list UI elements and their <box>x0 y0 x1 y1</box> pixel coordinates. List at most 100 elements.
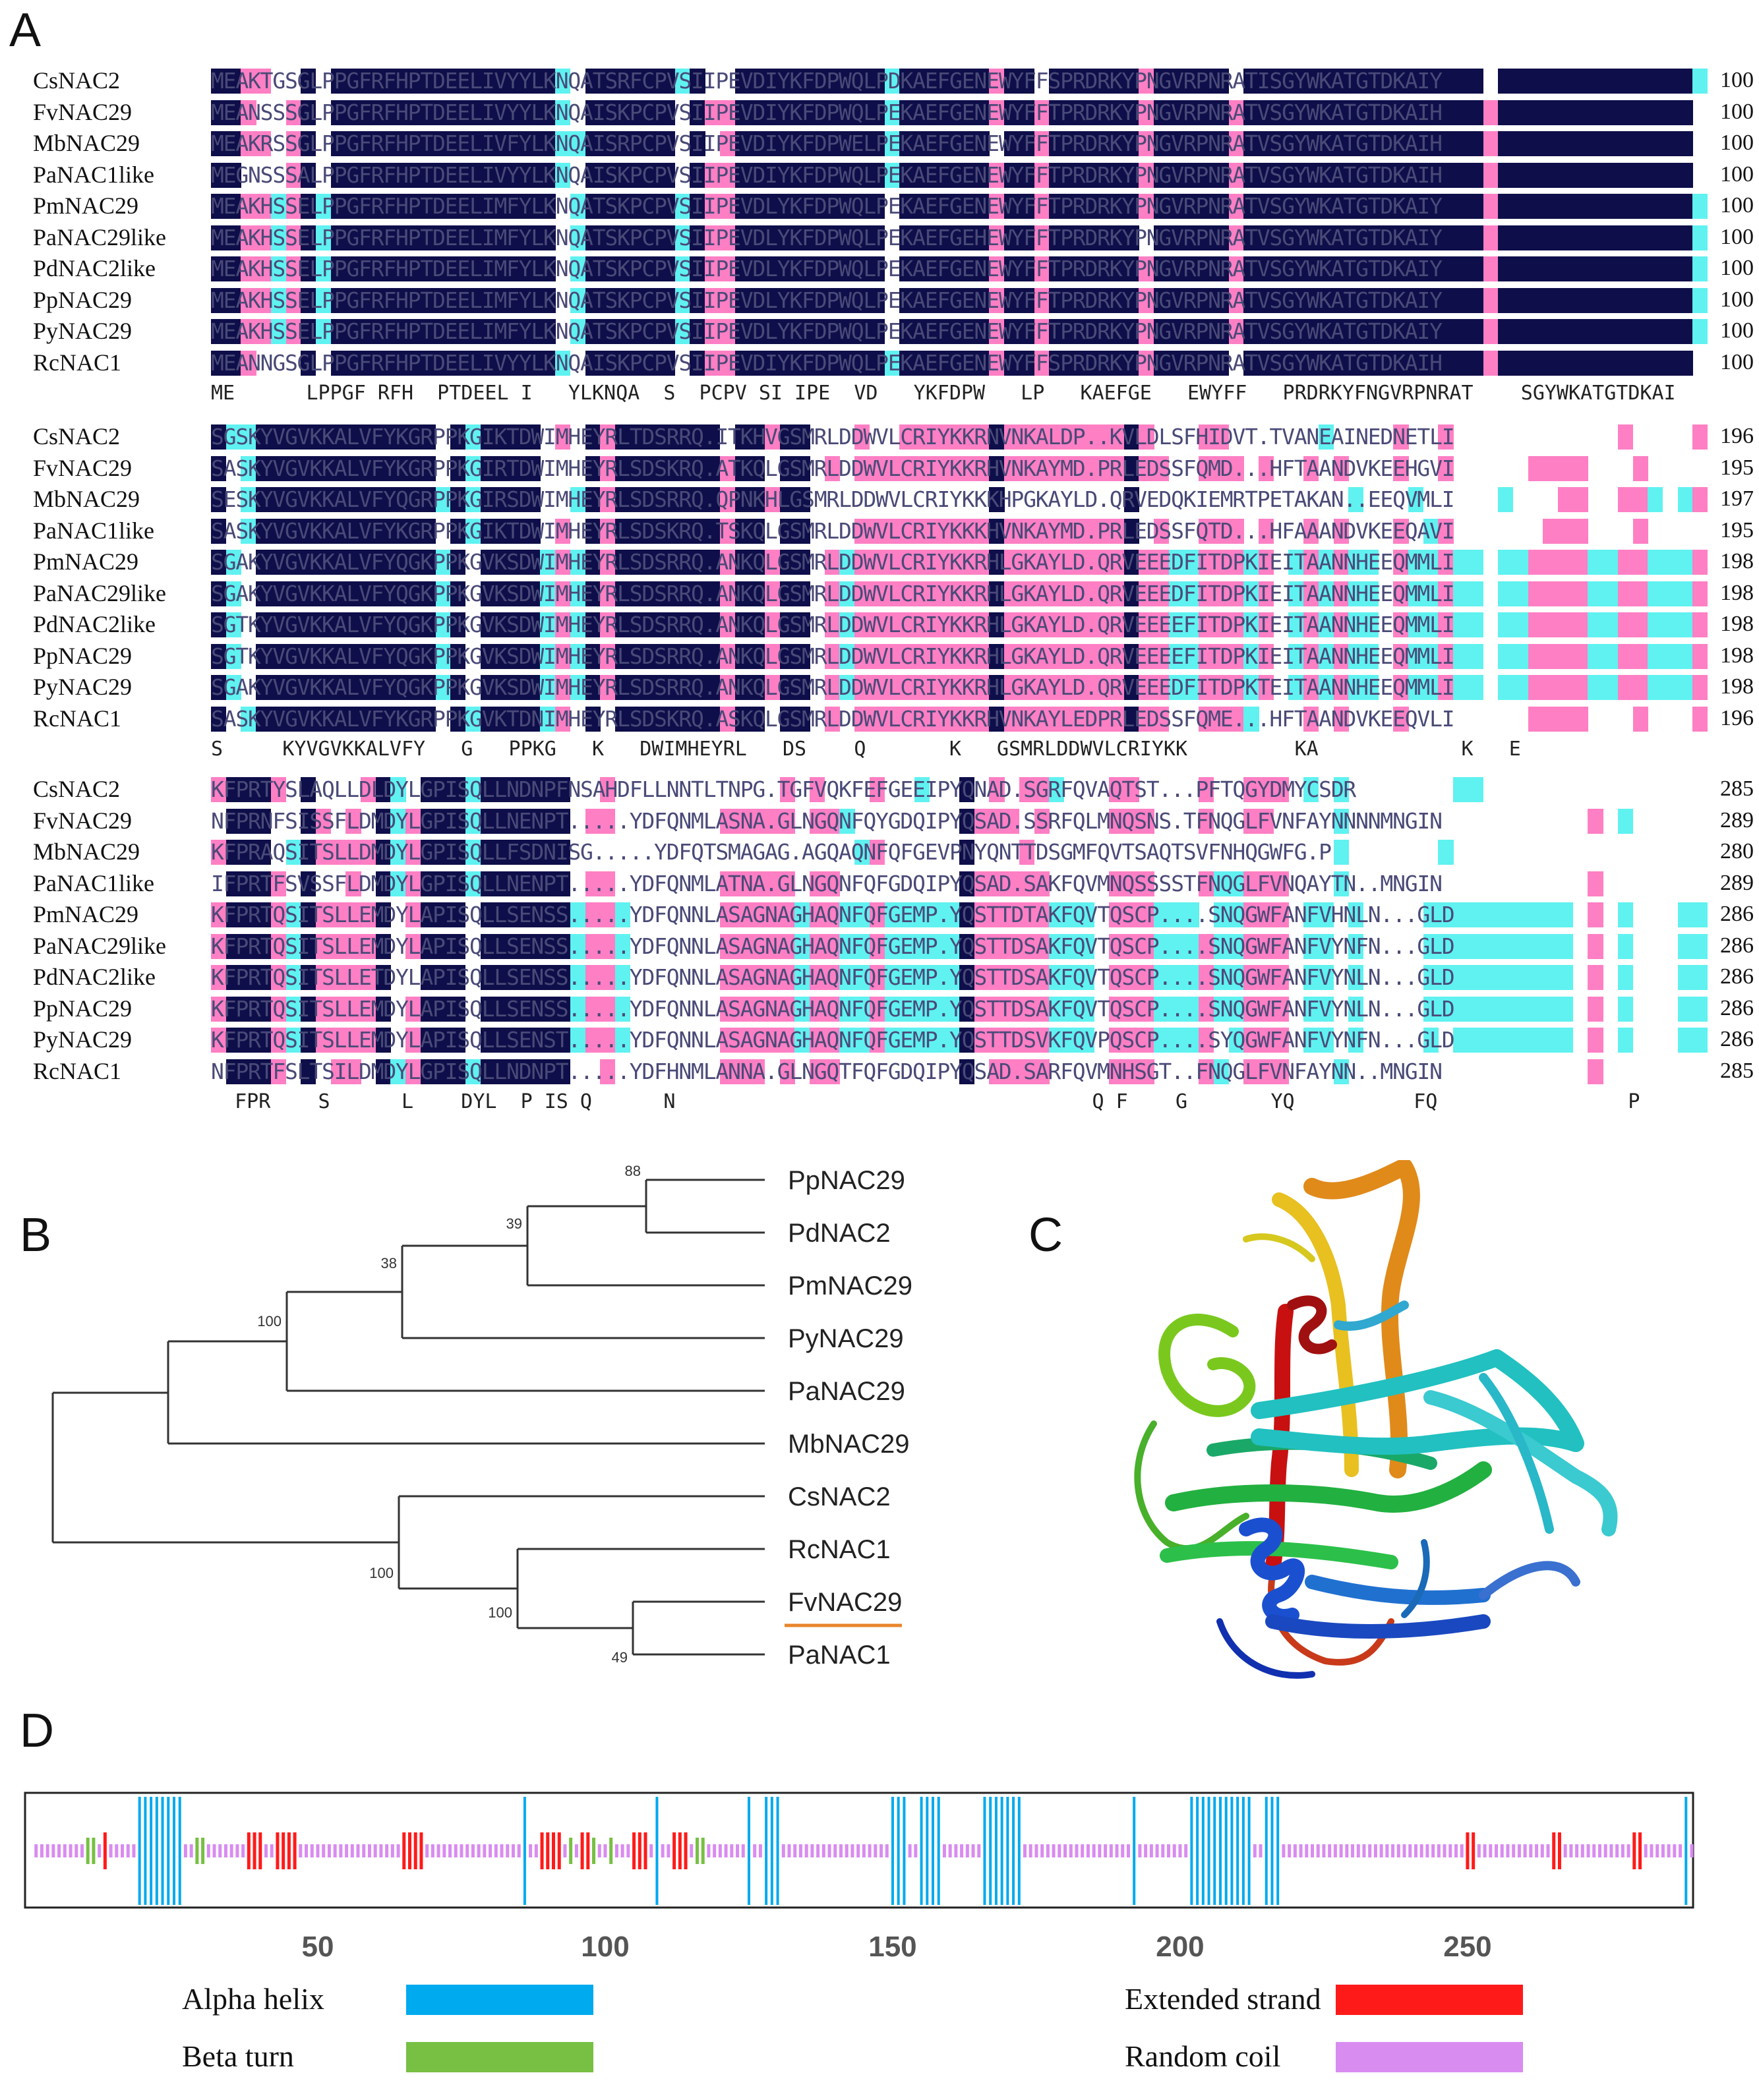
residue-shade <box>1393 518 1409 544</box>
residue-shade <box>495 424 511 450</box>
residue-shade <box>1692 612 1708 637</box>
residue-shade <box>1199 319 1214 344</box>
alpha-helix-mark <box>765 1797 768 1905</box>
legend-random-coil-label: Random coil <box>1125 2039 1280 2073</box>
residue-text: IFPRTFSVSSFLDMDYLGPISQLLNENPT.....YDFQNM… <box>211 871 1443 896</box>
residue-shade <box>465 131 481 156</box>
residue-shade <box>270 225 287 250</box>
sequence-residues: KFPRTQSITSLLEMDYLAPISQLLSENST.....YDFQNN… <box>211 1028 1708 1053</box>
random-coil-mark <box>299 1844 303 1857</box>
residue-end-number: 195 <box>1720 455 1754 480</box>
residue-shade <box>211 69 227 94</box>
residue-shade <box>1588 100 1603 125</box>
residue-shade <box>600 287 616 313</box>
residue-shade <box>869 518 885 544</box>
residue-shade <box>285 287 301 313</box>
residue-shade <box>1019 675 1035 700</box>
residue-shade <box>375 675 391 700</box>
residue-shade <box>285 424 301 450</box>
residue-shade <box>330 455 346 481</box>
residue-shade <box>1049 581 1065 606</box>
residue-shade <box>495 225 511 250</box>
bootstrap-cs-clade: 100 <box>369 1565 394 1581</box>
residue-shade <box>869 194 885 219</box>
residue-shade <box>510 487 526 512</box>
residue-shade <box>435 319 451 344</box>
residue-shade <box>1677 256 1693 281</box>
residue-shade <box>510 162 526 188</box>
residue-shade <box>1677 675 1693 700</box>
residue-shade <box>1199 69 1214 94</box>
residue-shade <box>510 643 526 669</box>
residue-shade <box>1558 455 1574 481</box>
residue-shade <box>570 612 586 637</box>
residue-shade <box>690 131 705 156</box>
residue-shade <box>660 424 676 450</box>
residue-shade <box>1453 350 1469 376</box>
residue-shade <box>570 550 586 575</box>
residue-shade <box>256 319 272 344</box>
residue-shade <box>1677 1028 1693 1053</box>
residue-shade <box>1303 225 1319 250</box>
residue-shade <box>1677 131 1693 156</box>
residue-shade <box>1228 225 1244 250</box>
random-coil-mark <box>529 1844 533 1857</box>
residue-shade <box>1228 643 1244 669</box>
residue-shade <box>674 643 690 669</box>
residue-shade <box>540 100 556 125</box>
residue-shade <box>1154 194 1170 219</box>
residue-shade <box>1588 1028 1603 1053</box>
residue-shade <box>450 319 466 344</box>
residue-shade <box>1603 100 1619 125</box>
residue-shade <box>1632 131 1648 156</box>
residue-shade <box>1243 162 1259 188</box>
residue-shade <box>1677 100 1693 125</box>
residue-shade <box>719 131 736 156</box>
residue-shade <box>495 487 511 512</box>
residue-shade <box>480 455 496 481</box>
beta-turn-mark <box>195 1838 199 1864</box>
alpha-helix-mark <box>1201 1797 1205 1905</box>
residue-shade <box>1378 69 1394 94</box>
residue-shade <box>779 131 795 156</box>
residue-shade <box>1498 350 1514 376</box>
residue-shade <box>1318 162 1334 188</box>
residue-shade <box>1393 194 1409 219</box>
residue-shade <box>1468 350 1484 376</box>
residue-shade <box>1213 287 1230 313</box>
residue-shade <box>1183 612 1199 637</box>
residue-shade <box>614 518 631 544</box>
residue-shade <box>779 69 795 94</box>
residue-shade <box>1019 612 1035 637</box>
random-coil-mark <box>494 1844 498 1857</box>
residue-shade <box>824 69 840 94</box>
residue-shade <box>390 612 406 637</box>
residue-shade <box>435 350 451 376</box>
random-coil-mark <box>1058 1844 1061 1857</box>
residue-shade <box>540 287 556 313</box>
alpha-helix-mark <box>1012 1797 1015 1905</box>
residue-shade <box>1528 675 1543 700</box>
residue-shade <box>779 256 795 281</box>
residue-shade <box>1363 675 1379 700</box>
residue-shade <box>734 612 750 637</box>
residue-shade <box>1468 100 1484 125</box>
legend-extended-strand-label: Extended strand <box>1125 1982 1321 2016</box>
random-coil-mark <box>874 1844 878 1857</box>
residue-end-number: 100 <box>1720 318 1754 343</box>
residue-shade <box>1288 194 1304 219</box>
residue-shade <box>705 518 721 544</box>
sequence-name: PdNAC2like <box>33 611 156 637</box>
residue-shade <box>1123 319 1139 344</box>
residue-shade <box>750 256 765 281</box>
residue-shade <box>1303 194 1319 219</box>
random-coil-mark <box>270 1844 274 1857</box>
residue-shade <box>929 612 945 637</box>
residue-shade <box>1168 581 1185 606</box>
taxon-label: PaNAC1 <box>788 1641 891 1670</box>
residue-shade <box>1348 256 1364 281</box>
residue-shade <box>1318 131 1334 156</box>
residue-end-number: 100 <box>1720 161 1754 187</box>
residue-text: KFPRAQSITSLLDMDYLGPISQLLFSDNISG.....YDFQ… <box>211 840 1332 865</box>
residue-shade <box>361 350 376 376</box>
